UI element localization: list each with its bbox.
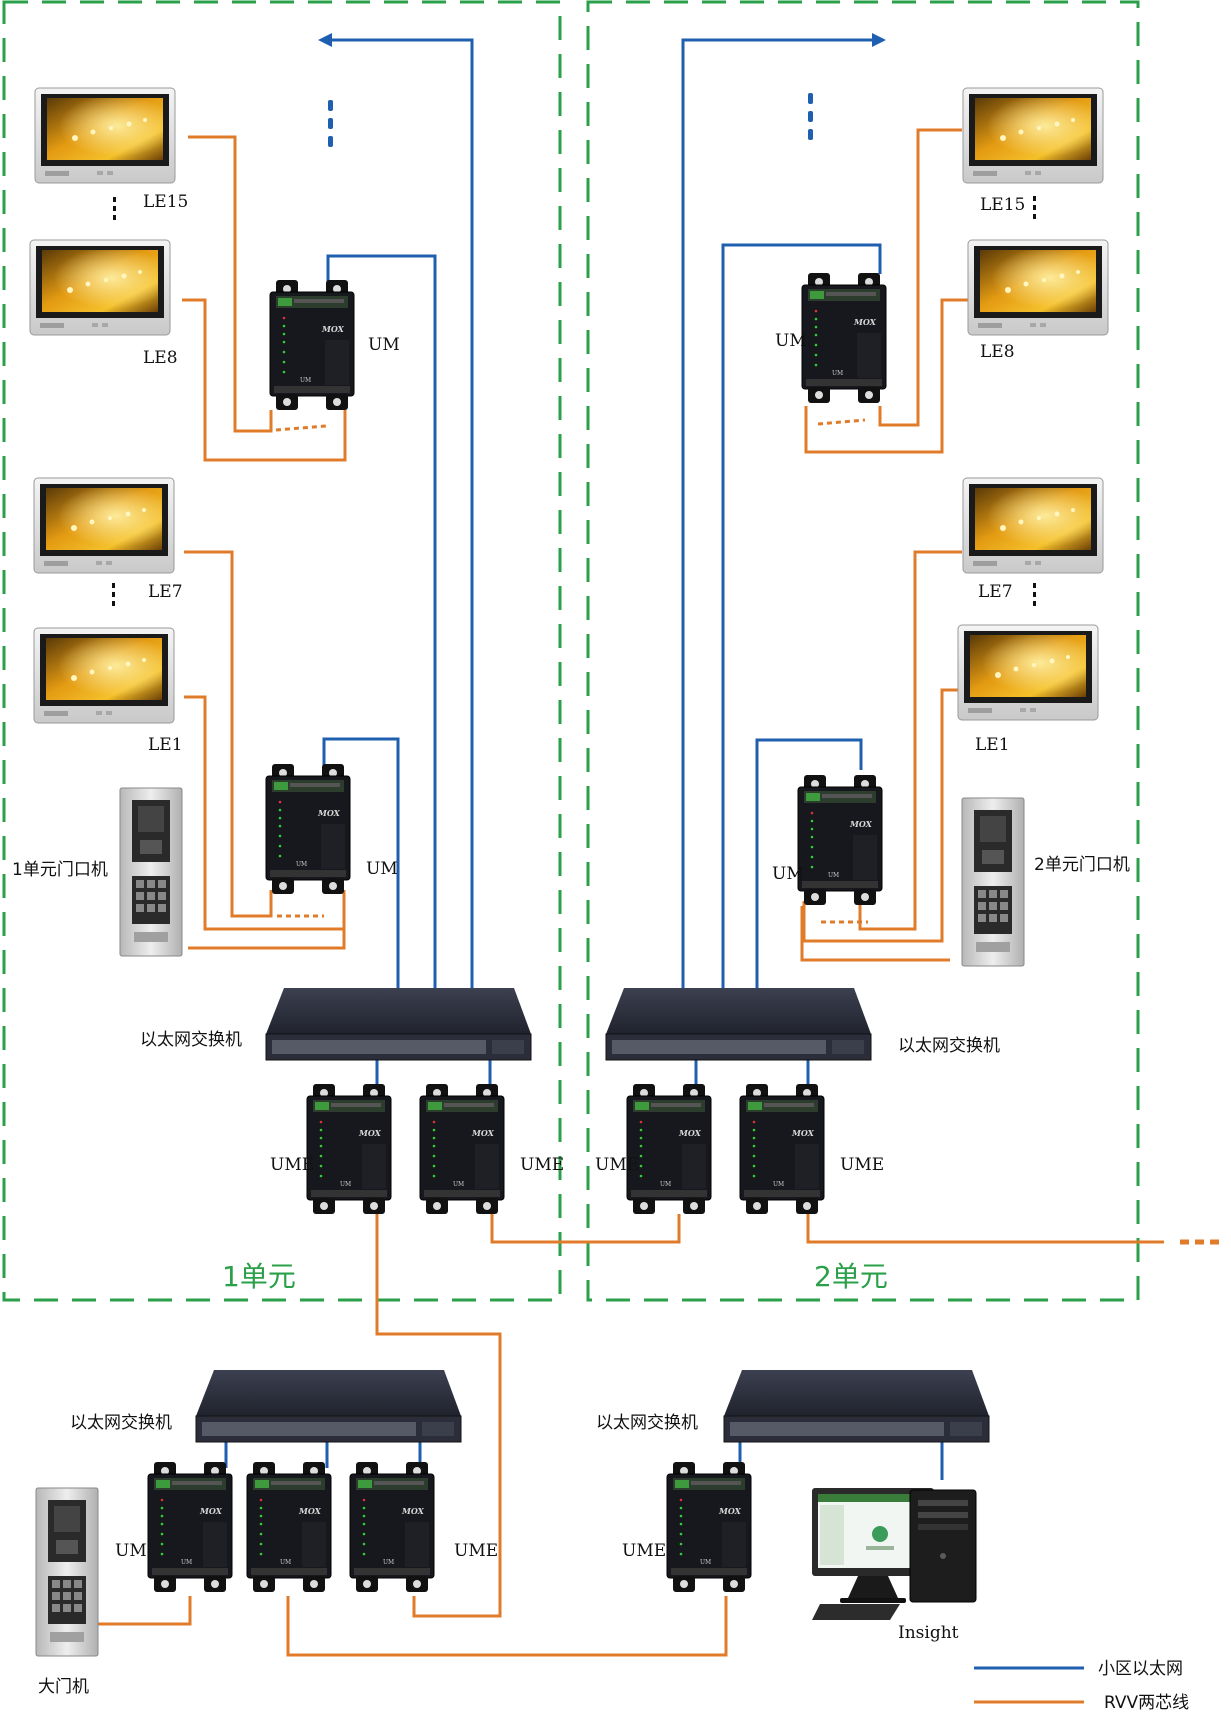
- unit1-le7-label: LE7: [148, 582, 183, 602]
- unit2-le15-label: LE15: [980, 195, 1025, 215]
- unit1-ume-left-label: UME: [270, 1155, 314, 1175]
- unit2-title: 2单元: [814, 1260, 888, 1293]
- module-brand: MOX: [401, 1506, 425, 1516]
- unit1-monitor-le1: [33, 627, 175, 724]
- unit1-title: 1单元: [222, 1260, 296, 1293]
- insight-label: Insight: [898, 1623, 959, 1643]
- unit1-zone-border: [2, 0, 562, 1302]
- unit1-um-module-lower: [265, 763, 351, 895]
- unit2-monitor-le7: [962, 477, 1104, 574]
- unit1-um-module-upper: [269, 279, 355, 411]
- legend-ethernet-label: 小区以太网: [1098, 1659, 1183, 1679]
- module-brand: MOX: [849, 819, 873, 829]
- unit1-ume-module-left: [306, 1083, 392, 1215]
- module-inner-label: UM: [660, 1181, 671, 1188]
- unit2-ethernet-switch: [605, 987, 872, 1061]
- module-inner-label: UM: [340, 1181, 351, 1188]
- module-inner-label: UM: [300, 377, 311, 384]
- module-inner-label: UM: [280, 1559, 291, 1566]
- center-ume-label: UME: [622, 1541, 666, 1561]
- unit1-um-lower-label: UM: [366, 859, 398, 879]
- unit2-ume-right-label: UME: [840, 1155, 884, 1175]
- module-inner-label: UM: [181, 1559, 192, 1566]
- unit2-le7-label: LE7: [978, 582, 1013, 602]
- unit1-monitor-le8: [29, 239, 171, 336]
- module-inner-label: UM: [453, 1181, 464, 1188]
- unit2-door-station: [961, 797, 1025, 967]
- unit1-ume-module-right: [419, 1083, 505, 1215]
- unit1-monitor-le15: [34, 87, 176, 184]
- unit2-monitor-le15: [962, 87, 1104, 184]
- ethernet-lines: [224, 33, 944, 1480]
- continuation-dots: [112, 93, 1036, 606]
- gate-ethernet-switch: [195, 1369, 462, 1443]
- module-brand: MOX: [678, 1128, 702, 1138]
- insight-computer: [812, 1488, 977, 1620]
- main-gate-station: [35, 1487, 99, 1657]
- unit2-monitor-le8: [967, 239, 1109, 336]
- rvv-lines: [98, 128, 1222, 1657]
- unit2-ume-left-label: UME: [595, 1155, 639, 1175]
- unit2-monitor-le1: [957, 624, 1099, 721]
- module-inner-label: UM: [832, 370, 843, 377]
- module-brand: MOX: [298, 1506, 322, 1516]
- unit1-monitor-le7: [33, 477, 175, 574]
- unit2-um-upper-label: UM: [775, 331, 807, 351]
- gate-um-module: [147, 1461, 233, 1593]
- module-inner-label: UM: [296, 861, 307, 868]
- unit2-ume-module-right: [739, 1083, 825, 1215]
- module-brand: MOX: [718, 1506, 742, 1516]
- gate-switch-label: 以太网交换机: [70, 1413, 172, 1433]
- center-ethernet-switch: [723, 1369, 990, 1443]
- module-brand: MOX: [471, 1128, 495, 1138]
- legend: 小区以太网 RVV两芯线: [974, 1659, 1189, 1713]
- center-switch-label: 以太网交换机: [596, 1413, 698, 1433]
- unit2-zone-border: [586, 0, 1140, 1302]
- unit2-um-module-lower: [797, 774, 883, 906]
- unit2-le8-label: LE8: [980, 342, 1015, 362]
- module-inner-labels: UM UM UM UM UM UM UM UM UM UM UM UM: [181, 370, 843, 1566]
- gate-ume-label: UME: [454, 1541, 498, 1561]
- module-brand-marks: MOX MOX MOX MOX MOX MOX MOX MOX MOX MOX …: [199, 317, 877, 1516]
- unit1-le1-label: LE1: [148, 735, 183, 755]
- unit1-le15-label: LE15: [143, 192, 188, 212]
- unit1-ethernet-switch: [265, 987, 532, 1061]
- unit1-ume-right-label: UME: [520, 1155, 564, 1175]
- legend-rvv-label: RVV两芯线: [1104, 1693, 1189, 1713]
- module-brand: MOX: [199, 1506, 223, 1516]
- gate-ume-module: [349, 1461, 435, 1593]
- module-brand: MOX: [853, 317, 877, 327]
- module-brand: MOX: [317, 808, 341, 818]
- gate-um-module-2: [246, 1461, 332, 1593]
- gate-um-label: UM: [115, 1541, 147, 1561]
- unit1-um-upper-label: UM: [368, 335, 400, 355]
- unit2-switch-label: 以太网交换机: [898, 1036, 1000, 1056]
- module-inner-label: UM: [773, 1181, 784, 1188]
- module-brand: MOX: [321, 324, 345, 334]
- unit2-ume-module-left: [626, 1083, 712, 1215]
- module-brand: MOX: [358, 1128, 382, 1138]
- unit2-le1-label: LE1: [975, 735, 1010, 755]
- unit2-um-module-upper: [801, 272, 887, 404]
- unit1-switch-label: 以太网交换机: [140, 1030, 242, 1050]
- unit2-door-station-label: 2单元门口机: [1034, 855, 1130, 875]
- center-ume-module: [666, 1461, 752, 1593]
- module-inner-label: UM: [383, 1559, 394, 1566]
- unit2-um-lower-label: UM: [772, 864, 804, 884]
- module-inner-label: UM: [700, 1559, 711, 1566]
- module-inner-label: UM: [828, 872, 839, 879]
- unit1-door-station-label: 1单元门口机: [12, 860, 108, 880]
- module-brand: MOX: [791, 1128, 815, 1138]
- unit1-door-station: [119, 787, 183, 957]
- labels: LE15 LE8 LE7 LE1 LE15 LE8 LE7 LE1 UM UM …: [12, 192, 1130, 1697]
- unit1-le8-label: LE8: [143, 348, 178, 368]
- main-gate-label: 大门机: [38, 1677, 89, 1697]
